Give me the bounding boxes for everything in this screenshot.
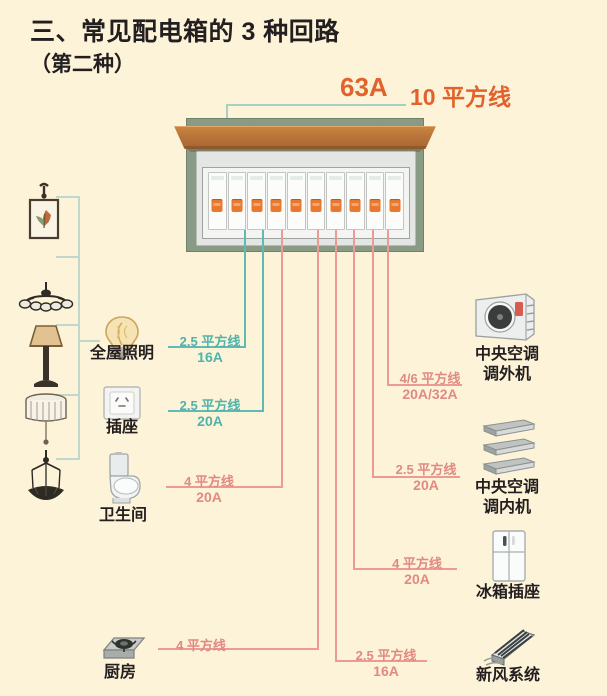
toilet-icon xyxy=(104,452,144,504)
breaker-switch-5[interactable] xyxy=(290,199,302,212)
circuit-label-ac-outdoor-line1: 中央空调 xyxy=(474,346,539,363)
breaker-8[interactable] xyxy=(345,172,365,230)
wire-run-kitchen xyxy=(158,648,319,650)
page-title: 三、常见配电箱的 3 种回路 xyxy=(30,18,340,46)
breaker-switch-9[interactable] xyxy=(369,199,381,212)
circuit-label-kitchen: 厨房 xyxy=(103,664,136,681)
lamp-bracket-tick-5 xyxy=(56,458,80,460)
wire-gauge-fresh-air: 2.5 平方线 xyxy=(355,648,417,663)
wire-amp-socket: 20A xyxy=(197,413,223,429)
circuit-label-fresh-air: 新风系统 xyxy=(475,667,540,684)
lamp-bracket-tick-1 xyxy=(56,196,80,198)
wire-gauge-ac-outdoor: 4/6 平方线 xyxy=(399,371,461,386)
circuit-label-socket: 插座 xyxy=(105,419,138,436)
wire-gauge-socket: 2.5 平方线 xyxy=(179,398,241,413)
wire-gauge-kitchen: 4 平方线 xyxy=(176,638,226,653)
wire-run-fridge xyxy=(353,568,457,570)
wire-amp-fridge: 20A xyxy=(404,571,430,587)
main-breaker-amp-label: 63A xyxy=(340,72,388,102)
wire-drop-ac-indoor xyxy=(372,230,374,478)
wire-drop-fresh-air xyxy=(335,230,337,662)
table-lamp-icon xyxy=(18,320,74,390)
wire-drop-bathroom xyxy=(281,230,283,488)
wire-label-lighting: 2.5 平方线 16A xyxy=(168,334,252,365)
wall-sconce-icon xyxy=(22,182,66,244)
breaker-7[interactable] xyxy=(326,172,345,230)
circuit-label-ac-indoor-line1: 中央空调 xyxy=(474,479,539,496)
wire-amp-ac-indoor: 20A xyxy=(413,477,439,493)
breaker-switch-2[interactable] xyxy=(231,199,243,212)
wire-amp-fresh-air: 16A xyxy=(373,663,399,679)
breaker-switch-10[interactable] xyxy=(389,199,401,212)
breaker-switch-7[interactable] xyxy=(330,199,342,212)
lamp-bracket-tick-4 xyxy=(56,394,80,396)
wire-label-ac-indoor: 2.5 平方线 20A xyxy=(382,462,470,493)
breaker-4[interactable] xyxy=(267,172,286,230)
gas-stove-icon xyxy=(100,630,148,664)
lamp-bracket-tick-2 xyxy=(56,256,80,258)
circuit-label-ac-outdoor-line2: 调外机 xyxy=(482,366,531,383)
wall-socket-icon xyxy=(103,386,141,420)
ac-indoor-unit-icon xyxy=(480,418,538,475)
wire-drop-fridge xyxy=(353,230,355,570)
page-subtitle: （第二种） xyxy=(30,53,135,76)
wire-drop-ac-outdoor xyxy=(387,230,389,386)
breaker-6[interactable] xyxy=(306,172,326,230)
lamp-bracket-vertical xyxy=(78,196,80,460)
breaker-switch-1[interactable] xyxy=(211,199,223,212)
breaker-switch-8[interactable] xyxy=(349,199,361,212)
wire-label-socket: 2.5 平方线 20A xyxy=(168,398,252,429)
wire-amp-bathroom: 20A xyxy=(196,489,222,505)
pendant-lamp-icon xyxy=(22,448,70,502)
wire-run-lighting xyxy=(168,346,246,348)
wire-amp-lighting: 16A xyxy=(197,349,223,365)
wire-run-bathroom xyxy=(166,486,283,488)
breaker-3[interactable] xyxy=(247,172,267,230)
lamp-bracket-tick-3 xyxy=(56,324,80,326)
fresh-air-system-icon xyxy=(482,625,536,667)
breaker-2[interactable] xyxy=(227,172,247,230)
ac-outdoor-unit-icon xyxy=(474,292,536,342)
light-bulb-icon xyxy=(103,315,141,361)
wire-gauge-ac-indoor: 2.5 平方线 xyxy=(395,462,457,477)
circuit-label-bathroom: 卫生间 xyxy=(98,507,147,524)
circuit-label-lighting: 全屋照明 xyxy=(89,345,154,362)
breaker-9[interactable] xyxy=(365,172,385,230)
wire-amp-ac-outdoor: 20A/32A xyxy=(402,386,458,402)
breaker-10[interactable] xyxy=(385,172,405,230)
wire-gauge-fridge: 4 平方线 xyxy=(392,556,442,571)
main-feed-horizontal-wire xyxy=(226,104,406,106)
wire-label-fridge: 4 平方线 20A xyxy=(374,556,460,587)
chandelier-icon xyxy=(18,282,74,316)
pendant-drum-lamp-icon xyxy=(20,390,72,446)
lamp-bracket-to-bulb xyxy=(78,340,100,342)
wire-run-ac-indoor xyxy=(372,476,460,478)
wire-label-bathroom: 4 平方线 20A xyxy=(166,474,252,505)
main-feed-wire-label: 10 平方线 xyxy=(410,84,511,110)
circuit-label-ac-indoor-line2: 调内机 xyxy=(482,499,531,516)
breaker-switch-4[interactable] xyxy=(270,199,282,212)
wire-label-kitchen: 4 平方线 xyxy=(158,638,244,653)
wire-drop-lighting xyxy=(244,230,246,348)
circuit-label-fridge: 冰箱插座 xyxy=(475,584,540,601)
breaker-1[interactable] xyxy=(208,172,227,230)
breaker-5[interactable] xyxy=(286,172,306,230)
wire-gauge-lighting: 2.5 平方线 xyxy=(179,334,241,349)
shelf-shadow xyxy=(183,146,427,152)
wire-run-ac-outdoor xyxy=(387,384,462,386)
breaker-row xyxy=(208,172,405,230)
circuit-label-ac-indoor: 中央空调 调内机 xyxy=(462,478,552,518)
circuit-label-ac-outdoor: 中央空调 调外机 xyxy=(462,345,552,385)
wooden-shelf xyxy=(174,126,436,149)
wire-run-socket xyxy=(168,410,264,412)
breaker-switch-3[interactable] xyxy=(251,199,263,212)
refrigerator-icon xyxy=(491,530,527,582)
wire-run-fresh-air xyxy=(335,660,427,662)
breaker-switch-6[interactable] xyxy=(310,199,322,212)
wire-label-fresh-air: 2.5 平方线 16A xyxy=(341,648,431,679)
wire-drop-kitchen xyxy=(317,230,319,650)
wire-label-ac-outdoor: 4/6 平方线 20A/32A xyxy=(384,371,476,402)
wire-drop-socket xyxy=(262,230,264,412)
wire-gauge-bathroom: 4 平方线 xyxy=(184,474,234,489)
